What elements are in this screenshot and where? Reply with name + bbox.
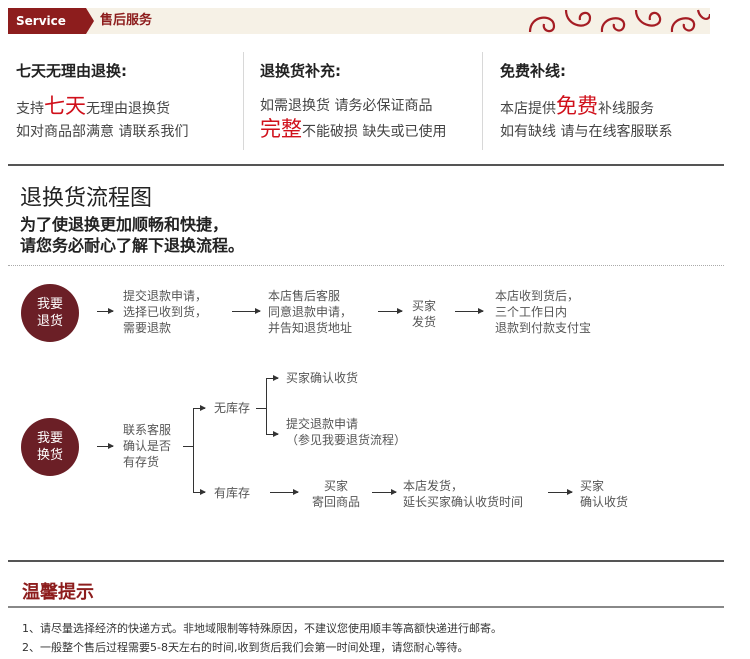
- in-stock-label: 有库存: [214, 486, 251, 500]
- flow-arrow: [193, 405, 206, 411]
- exchange-circle: 我要换货: [21, 418, 79, 476]
- return-step-3: 买家发货: [412, 299, 437, 329]
- section-divider: [8, 560, 724, 562]
- dotted-divider: [8, 265, 724, 266]
- flow-arrow: [193, 489, 206, 495]
- policy-line: 如对商品部满意 请联系我们: [16, 124, 189, 140]
- branch-line: [256, 408, 266, 409]
- flow-title: 退换货流程图: [20, 186, 153, 211]
- tips-divider: [8, 606, 724, 608]
- column-divider: [243, 52, 244, 150]
- policy-line: 如需退换货 请务必保证商品: [260, 98, 433, 114]
- tip-item: 1、请尽量选择经济的快递方式。非地域限制等特殊原因，不建议您使用顺丰等高额快递进…: [22, 622, 502, 635]
- service-tag: Service: [8, 8, 94, 34]
- policy-title: 退换货补充:: [260, 62, 341, 80]
- return-step-1: 提交退款申请，选择已收到货，需要退款: [123, 289, 208, 335]
- policy-title: 免费补线:: [500, 62, 566, 80]
- flow-arrow: [378, 308, 403, 314]
- in-stock-step-1: 买家寄回商品: [312, 479, 361, 509]
- section-divider: [8, 164, 724, 166]
- policy-line: 完整不能破损 缺失或已使用: [260, 117, 447, 141]
- no-stock-option-refund: 提交退款申请（参见我要退货流程）: [286, 417, 407, 447]
- return-step-4: 本店收到货后，三个工作日内退款到付款支付宝: [495, 289, 592, 335]
- policy-line: 本店提供免费补线服务: [500, 94, 654, 118]
- header-title: 售后服务: [100, 13, 153, 28]
- in-stock-step-3: 买家确认收货: [580, 479, 629, 509]
- policy-line: 支持七天无理由退换货: [16, 94, 170, 118]
- policy-line: 如有缺线 请与在线客服联系: [500, 124, 673, 140]
- flow-arrow: [232, 308, 261, 314]
- flow-arrow: [97, 443, 114, 449]
- in-stock-step-2: 本店发货，延长买家确认收货时间: [403, 479, 524, 509]
- flow-subtitle: 为了使退换更加顺畅和快捷， 请您务必耐心了解下退换流程。: [20, 215, 245, 255]
- flow-arrow: [266, 375, 279, 381]
- flow-arrow: [97, 308, 114, 314]
- policy-supplement: 退换货补充: 如需退换货 请务必保证商品 完整不能破损 缺失或已使用: [260, 60, 446, 152]
- branch-line: [193, 408, 194, 492]
- flow-arrow: [548, 489, 573, 495]
- policy-title: 七天无理由退换:: [16, 62, 127, 80]
- branch-line: [183, 446, 193, 447]
- flow-arrow: [455, 308, 484, 314]
- flow-arrow: [372, 489, 397, 495]
- policy-free-thread: 免费补线: 本店提供免费补线服务 如有缺线 请与在线客服联系: [500, 60, 672, 152]
- branch-line: [266, 378, 267, 434]
- return-circle: 我要退货: [21, 284, 79, 342]
- tip-item: 2、一般整个售后过程需要5-8天左右的时间,收到货后我们会第一时间处理，请您耐心…: [22, 641, 469, 654]
- no-stock-label: 无库存: [214, 401, 251, 415]
- flow-arrow: [270, 489, 299, 495]
- policy-seven-day: 七天无理由退换: 支持七天无理由退换货 如对商品部满意 请联系我们: [16, 60, 188, 152]
- flow-arrow: [266, 431, 279, 437]
- service-header: Service 售后服务: [8, 8, 710, 34]
- column-divider: [482, 52, 483, 150]
- tips-title: 温馨提示: [22, 582, 94, 603]
- no-stock-option-confirm: 买家确认收货: [286, 371, 359, 385]
- decorative-swirl-icon: [528, 9, 710, 33]
- exchange-contact: 联系客服确认是否有存货: [123, 423, 172, 469]
- return-step-2: 本店售后客服同意退款申请，并告知退货地址: [268, 289, 353, 335]
